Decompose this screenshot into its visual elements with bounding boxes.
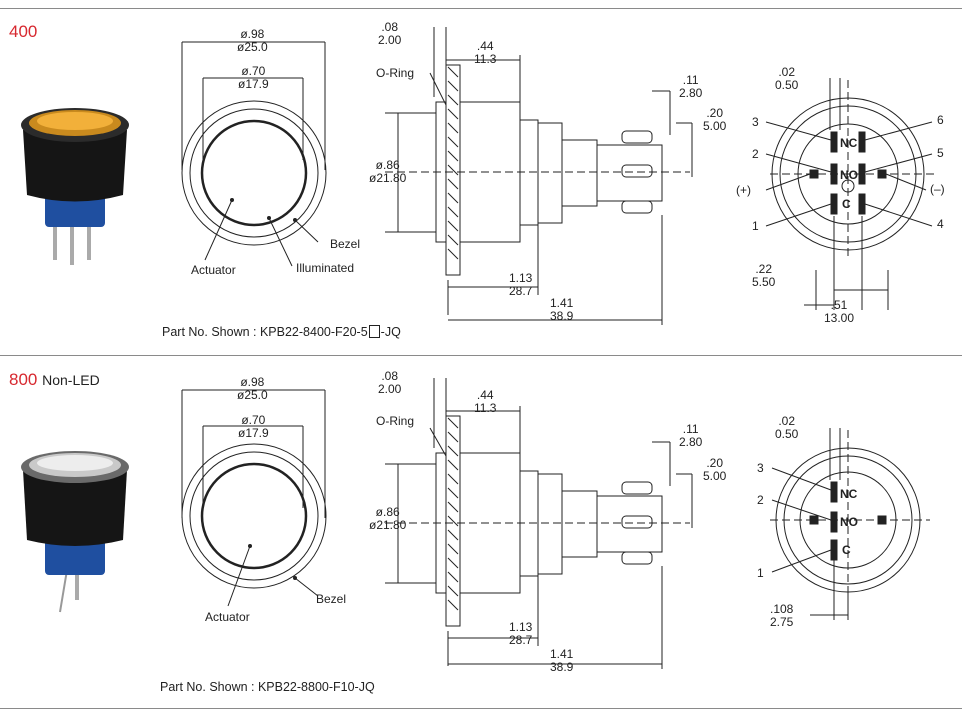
actuator-label-800: Actuator: [205, 610, 250, 624]
bezel-label-400: Bezel: [330, 237, 361, 251]
rear-code-no-800: NO: [840, 515, 858, 529]
rear-code-c-400: C: [842, 197, 851, 211]
series-title-800: 800 Non-LED: [9, 370, 100, 390]
part-number-400: Part No. Shown : KPB22-8400-F20-5-JQ: [162, 325, 401, 339]
series-number: 800: [9, 370, 38, 389]
rear-code-nc-400: NC: [840, 136, 858, 150]
bottom-rule: [0, 708, 962, 709]
series-suffix: Non-LED: [42, 372, 100, 388]
oring-label-800: O-Ring: [376, 414, 415, 428]
pin-label-5-400: 5: [937, 146, 944, 160]
rear-view-400: NC NO C: [760, 90, 960, 320]
side-view-400: [370, 15, 690, 335]
pin-label-1-800: 1: [757, 566, 764, 580]
front-view-800: [170, 378, 370, 628]
actuator-label-400: Actuator: [191, 263, 236, 277]
part-number-800: Part No. Shown : KPB22-8800-F10-JQ: [160, 680, 375, 694]
top-rule: [0, 8, 962, 9]
rear-view-800: NC NO C: [760, 440, 960, 640]
plus-label-400: (+): [736, 183, 751, 197]
side-view-800: [370, 366, 690, 686]
product-photo-800: [21, 451, 129, 620]
pin-label-3-400: 3: [752, 115, 759, 129]
middle-rule: [0, 355, 962, 356]
rear-code-nc-800: NC: [840, 487, 858, 501]
product-photo-400: [21, 108, 129, 265]
series-number: 400: [9, 22, 38, 41]
oring-label-400: O-Ring: [376, 66, 415, 80]
rear-code-c-800: C: [842, 543, 851, 557]
bezel-label-800: Bezel: [316, 592, 347, 606]
pin-label-2-400: 2: [752, 147, 759, 161]
pin-label-1-400: 1: [752, 219, 759, 233]
blank-box: [368, 325, 380, 338]
pin-label-4-400: 4: [937, 217, 944, 231]
illuminated-label-400: Illuminated: [296, 261, 355, 275]
pin-label-6-400: 6: [937, 113, 944, 127]
series-title-400: 400: [9, 22, 37, 42]
rear-code-no-400: NO: [840, 168, 858, 182]
pin-label-2-800: 2: [757, 493, 764, 507]
minus-label-400: (–): [930, 182, 945, 196]
front-view-400: [170, 30, 370, 280]
pin-label-3-800: 3: [757, 461, 764, 475]
